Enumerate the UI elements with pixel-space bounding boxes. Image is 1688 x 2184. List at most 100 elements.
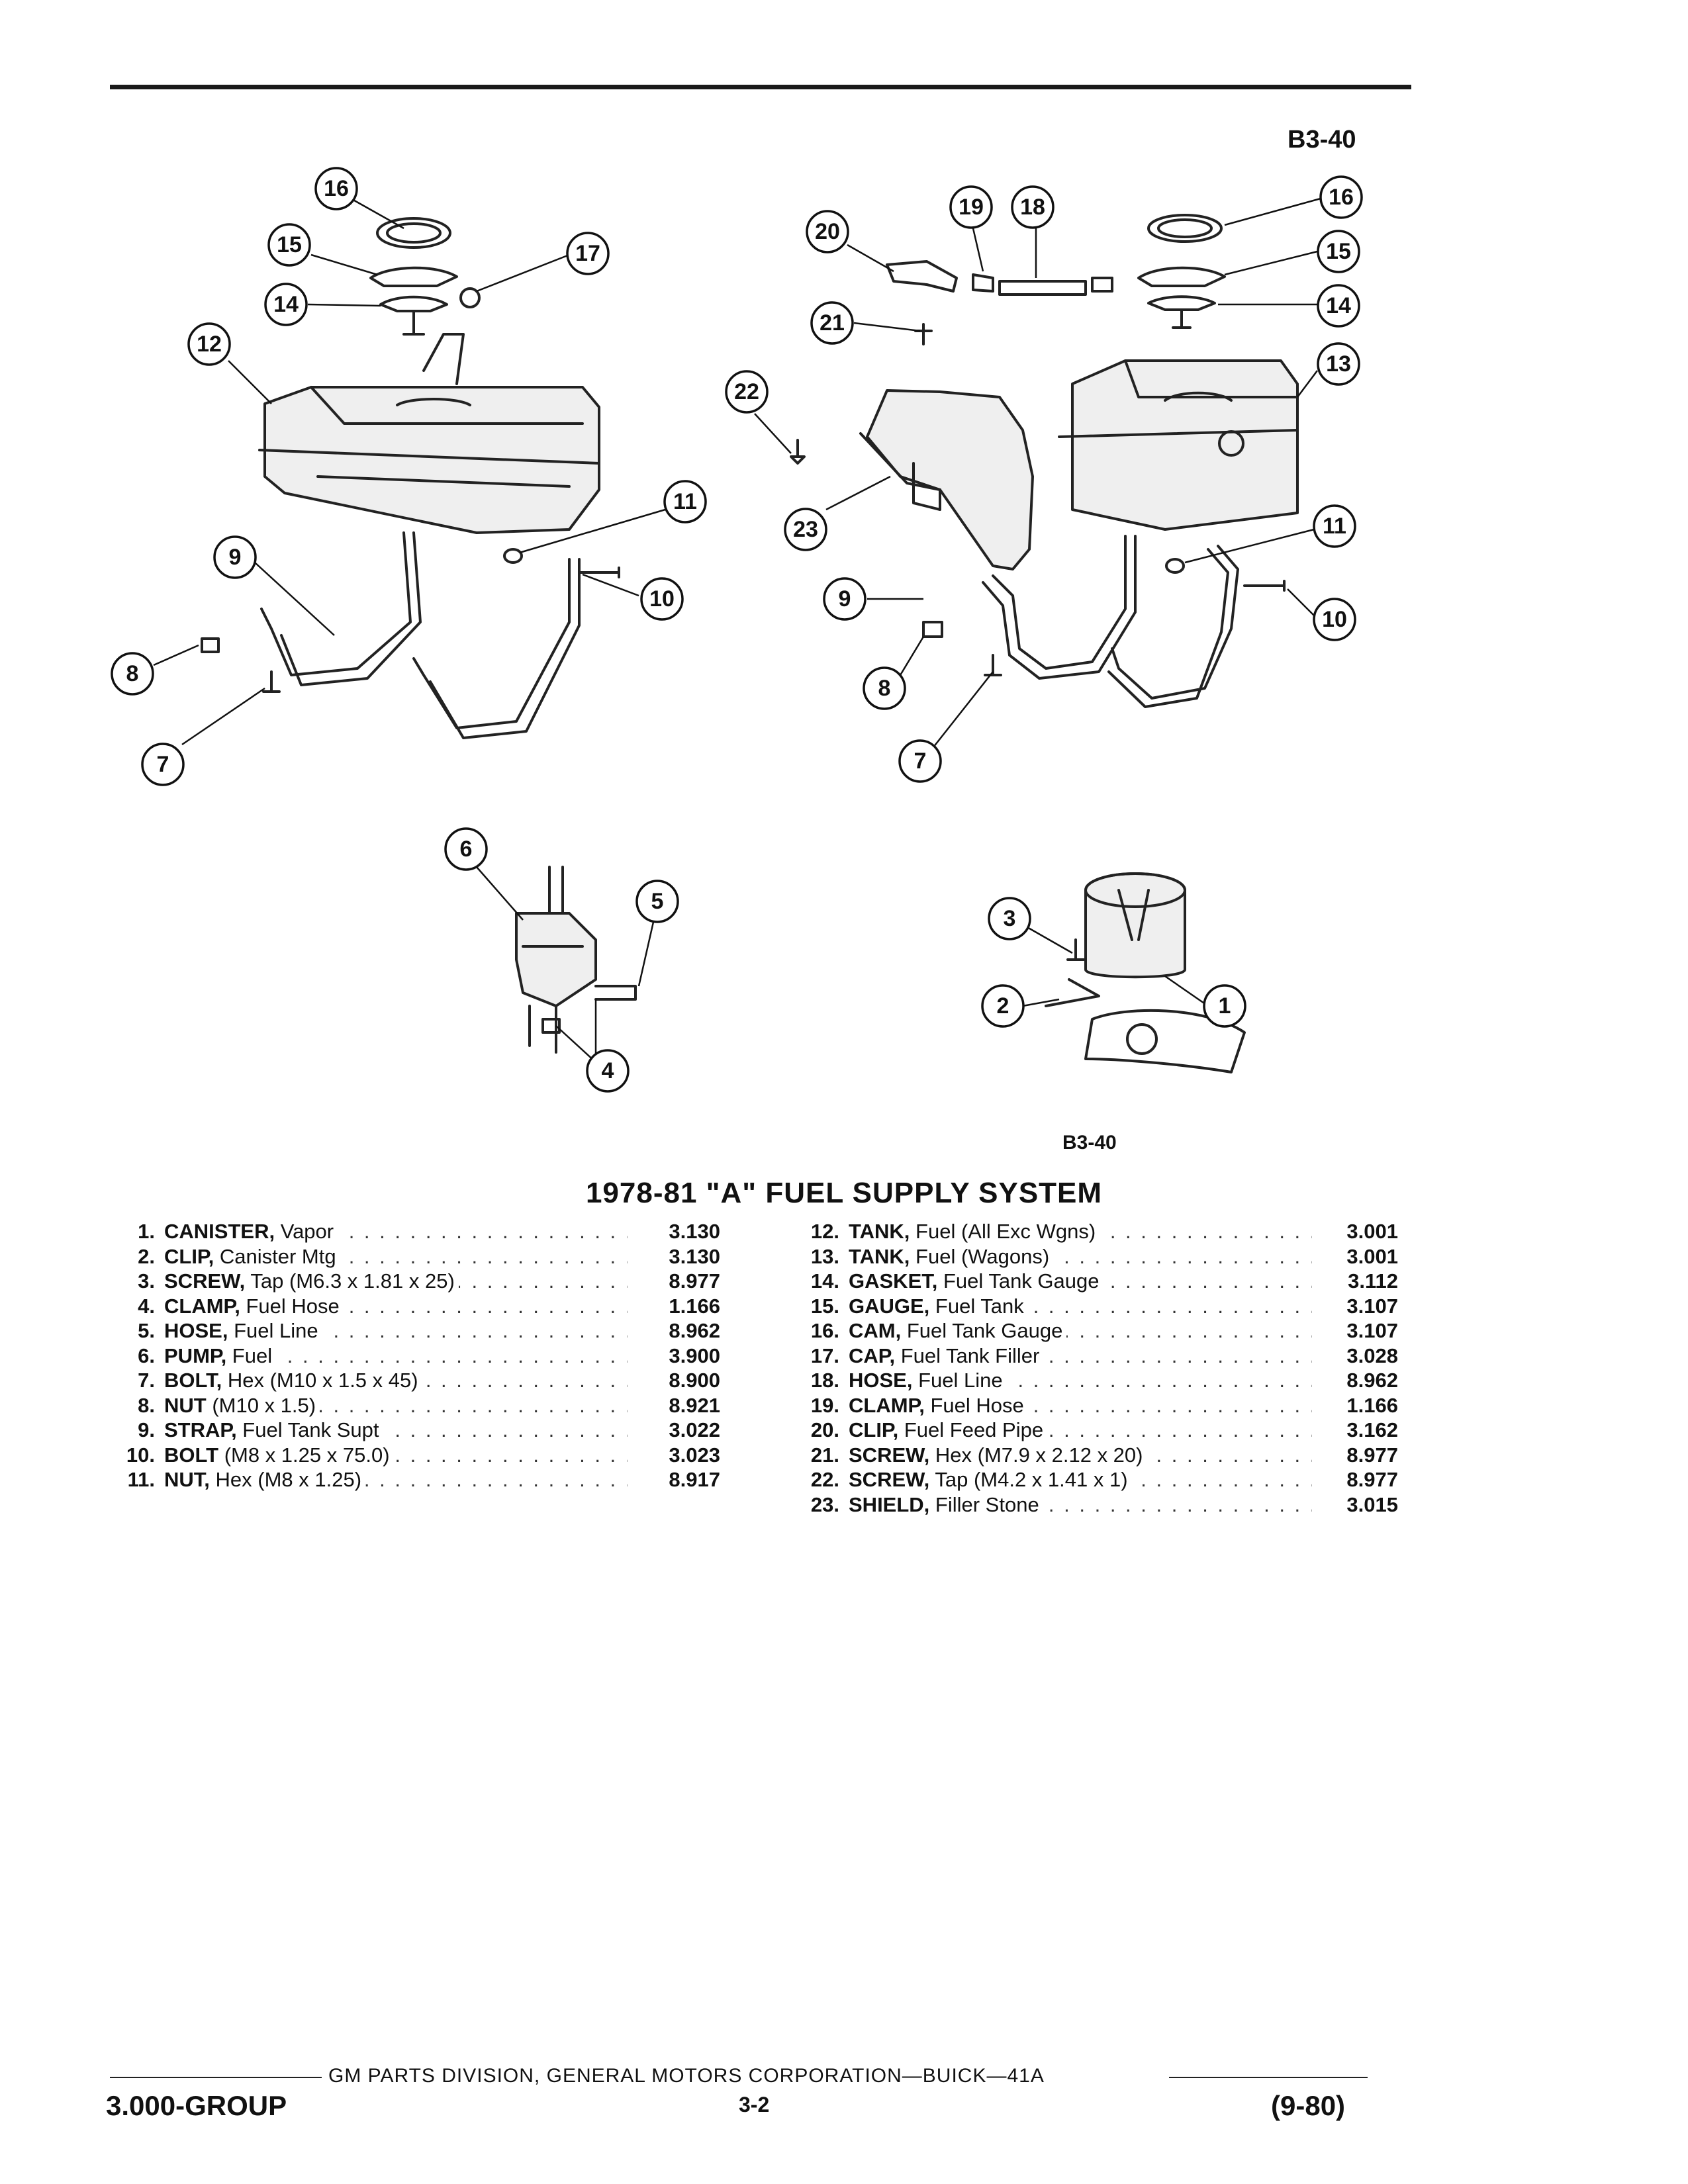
- group-number: 8.962: [1346, 1369, 1398, 1392]
- part-number: 12.: [810, 1220, 839, 1243]
- part-number: 23.: [810, 1492, 839, 1516]
- group-number: 3.900: [669, 1343, 720, 1367]
- svg-text:8: 8: [878, 676, 891, 701]
- part-number: 4.: [138, 1294, 155, 1318]
- fuel-gauge-assembly-left: [369, 217, 481, 336]
- part-number: 11.: [127, 1468, 155, 1491]
- part-number: 1.: [138, 1220, 155, 1243]
- callout-10-left: 10: [640, 577, 684, 621]
- part-name: PUMP,: [164, 1343, 227, 1367]
- parts-list-row: 5. . . . . . . . . . . . . . . . . . . .…: [138, 1318, 720, 1343]
- parts-list-row: 1. . . . . . . . . . . . . . . . . . . .…: [138, 1219, 720, 1244]
- svg-text:3: 3: [1004, 906, 1016, 931]
- parts-list-row: 19. . . . . . . . . . . . . . . . . . . …: [811, 1392, 1398, 1418]
- callout-8-right: 8: [863, 666, 906, 710]
- callout-10-right: 10: [1313, 598, 1356, 641]
- footer-publisher: GM PARTS DIVISION, GENERAL MOTORS CORPOR…: [328, 2065, 1045, 2087]
- fuel-feed-pipe-parts: [886, 260, 1113, 345]
- group-number: 3.107: [1346, 1319, 1398, 1342]
- part-description: Hex (M8 x 1.25): [209, 1468, 362, 1491]
- svg-text:16: 16: [324, 176, 349, 201]
- part-description: Canister Mtg: [214, 1244, 336, 1268]
- part-name: HOSE,: [164, 1319, 228, 1342]
- callout-7-right: 7: [898, 739, 942, 783]
- part-number: 19.: [810, 1393, 839, 1417]
- part-name: BOLT: [164, 1443, 219, 1467]
- callout-14-left: 14: [264, 283, 308, 326]
- part-label: SHIELD, Filler Stone: [849, 1492, 1043, 1517]
- part-number: 13.: [810, 1244, 839, 1268]
- part-description: Fuel Tank Gauge: [937, 1269, 1100, 1293]
- svg-text:12: 12: [197, 332, 222, 357]
- svg-text:13: 13: [1326, 351, 1351, 377]
- callout-11-right: 11: [1313, 504, 1356, 548]
- figure-reference-bottom: B3-40: [1062, 1132, 1117, 1154]
- part-number: 14.: [810, 1269, 839, 1293]
- part-name: SCREW,: [164, 1269, 246, 1293]
- parts-list-row: 15. . . . . . . . . . . . . . . . . . . …: [811, 1293, 1398, 1318]
- part-label: BOLT, Hex (M10 x 1.5 x 45): [164, 1368, 422, 1393]
- part-description: Fuel Hose: [240, 1294, 340, 1318]
- part-description: Fuel Tank Filler: [895, 1343, 1040, 1367]
- part-number: 22.: [810, 1468, 839, 1491]
- callout-16-left: 16: [314, 167, 358, 210]
- part-label: BOLT (M8 x 1.25 x 75.0): [164, 1442, 394, 1467]
- group-number: 3.112: [1348, 1269, 1398, 1293]
- callout-15-left: 15: [267, 223, 311, 267]
- callout-9-left: 9: [213, 535, 257, 579]
- group-number: 8.921: [669, 1393, 720, 1417]
- callout-19: 19: [949, 185, 993, 229]
- svg-text:8: 8: [126, 661, 139, 686]
- part-label: TANK, Fuel (Wagons): [849, 1244, 1054, 1269]
- group-number: 3.001: [1346, 1220, 1398, 1243]
- svg-text:21: 21: [820, 310, 845, 336]
- part-number: 6.: [138, 1343, 155, 1367]
- fuel-tank-straps-right: [922, 535, 1286, 708]
- svg-text:10: 10: [649, 586, 675, 612]
- group-number: 8.962: [669, 1319, 720, 1342]
- group-number: 3.022: [669, 1418, 720, 1441]
- parts-list-left: 1. . . . . . . . . . . . . . . . . . . .…: [126, 1219, 720, 1492]
- svg-text:9: 9: [229, 545, 242, 570]
- tap-screw-22: [790, 439, 806, 465]
- part-number: 16.: [810, 1319, 839, 1342]
- part-name: CLIP,: [164, 1244, 214, 1268]
- svg-text:20: 20: [815, 219, 840, 244]
- part-label: CANISTER, Vapor: [164, 1219, 338, 1244]
- parts-list-row: 22. . . . . . . . . . . . . . . . . . . …: [811, 1467, 1398, 1492]
- part-label: CLAMP, Fuel Hose: [164, 1293, 344, 1318]
- part-name: CANISTER,: [164, 1220, 275, 1243]
- part-name: NUT,: [164, 1468, 210, 1491]
- part-number: 3.: [138, 1269, 155, 1293]
- part-number: 8.: [138, 1393, 155, 1417]
- part-label: STRAP, Fuel Tank Supt: [164, 1418, 383, 1443]
- group-number: 8.977: [1346, 1468, 1398, 1491]
- part-label: GAUGE, Fuel Tank: [849, 1293, 1028, 1318]
- part-number: 9.: [138, 1418, 155, 1441]
- part-number: 7.: [138, 1369, 155, 1392]
- part-description: Vapor: [275, 1220, 334, 1243]
- part-name: CAM,: [849, 1319, 902, 1342]
- svg-text:14: 14: [1326, 293, 1351, 318]
- part-name: STRAP,: [164, 1418, 237, 1441]
- figure-reference-top: B3-40: [1288, 126, 1356, 154]
- part-name: GAUGE,: [849, 1294, 930, 1318]
- part-number: 18.: [810, 1369, 839, 1392]
- parts-list-row: 20. . . . . . . . . . . . . . . . . . . …: [811, 1418, 1398, 1443]
- callout-6: 6: [444, 827, 488, 871]
- svg-text:4: 4: [602, 1058, 614, 1083]
- part-name: SCREW,: [849, 1443, 930, 1467]
- callout-11-left: 11: [663, 480, 707, 523]
- parts-list-row: 3. . . . . . . . . . . . . . . . . . . .…: [138, 1269, 720, 1294]
- group-number: 3.001: [1346, 1244, 1398, 1268]
- part-name: TANK,: [849, 1244, 910, 1268]
- group-number: 8.977: [669, 1269, 720, 1293]
- part-description: Fuel Tank Gauge: [901, 1319, 1063, 1342]
- callout-22: 22: [725, 370, 769, 414]
- svg-text:23: 23: [793, 517, 818, 542]
- group-number: 3.015: [1346, 1492, 1398, 1516]
- part-name: BOLT,: [164, 1369, 222, 1392]
- parts-list-row: 9. . . . . . . . . . . . . . . . . . . .…: [138, 1418, 720, 1443]
- part-description: Tap (M6.3 x 1.81 x 25): [245, 1269, 455, 1293]
- callout-3: 3: [988, 897, 1031, 940]
